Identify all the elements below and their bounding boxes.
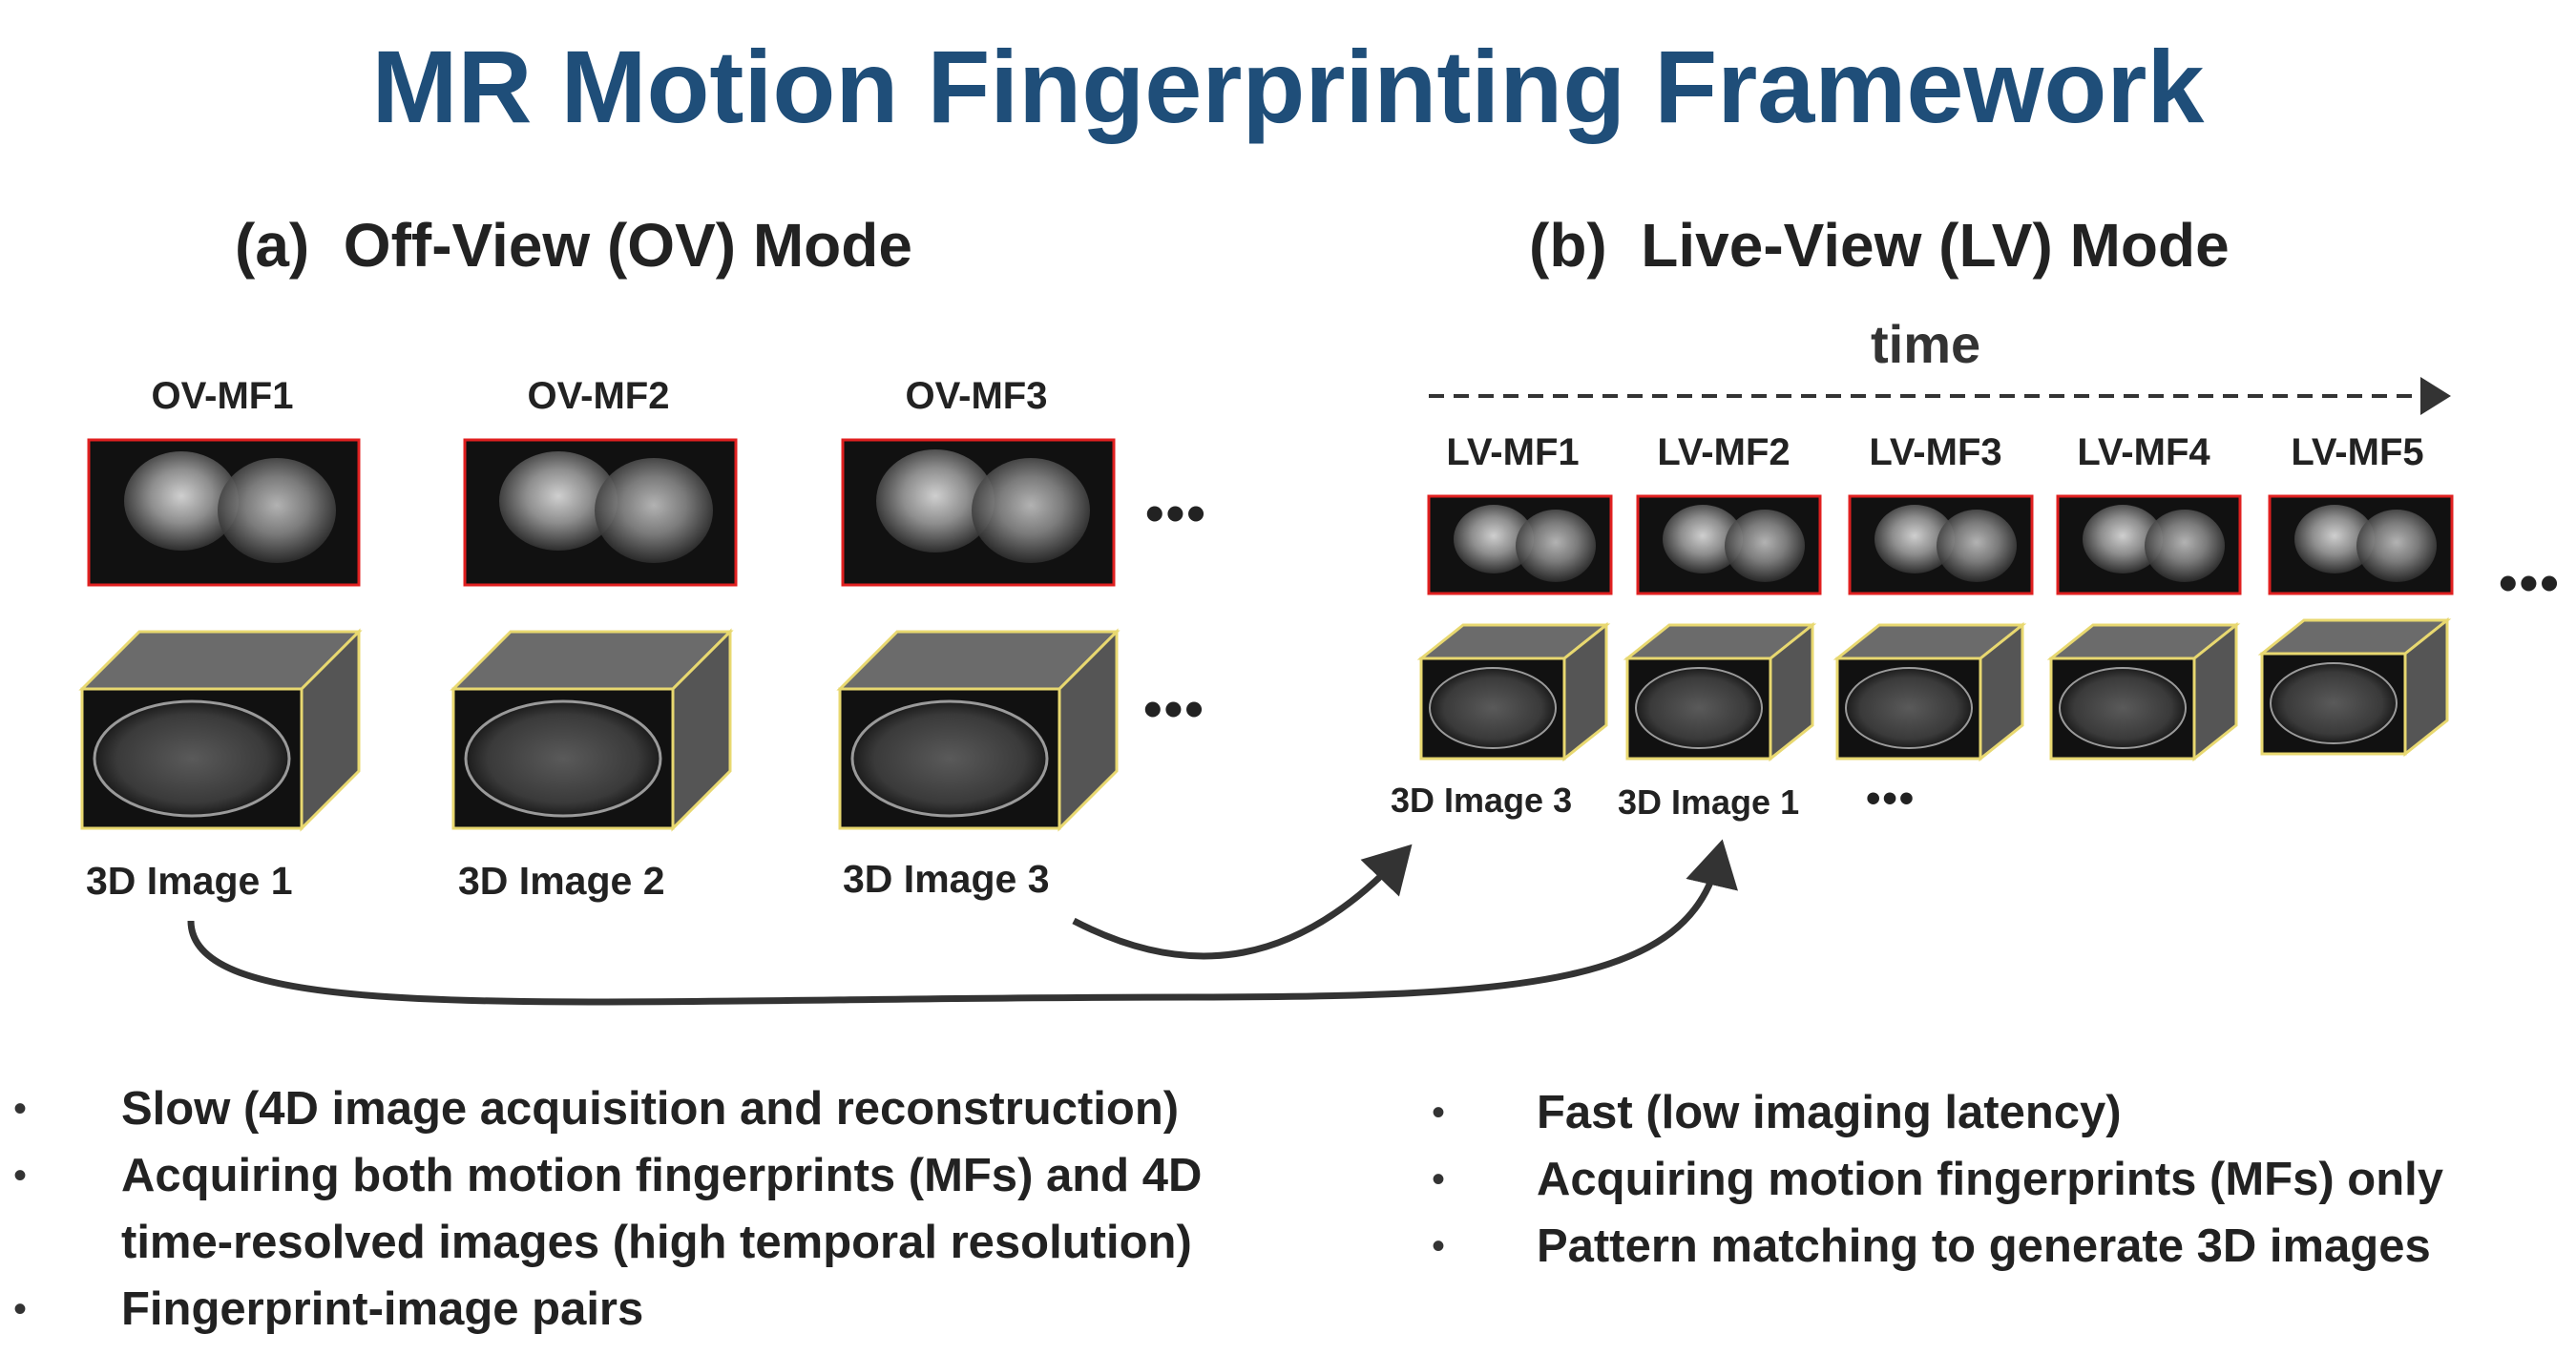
lv-3d-image-cube xyxy=(1416,621,1611,762)
ov-fingerprint-image xyxy=(841,438,1116,587)
ov-3d-image-cube xyxy=(78,628,363,832)
ov-heading-tag: (a) xyxy=(235,211,310,280)
lv-fingerprint-image xyxy=(1848,494,2034,595)
lv-image-label: 3D Image 3 xyxy=(1391,781,1573,820)
ov-image-label: 3D Image 1 xyxy=(86,859,293,903)
ov-heading-text: Off-View (OV) Mode xyxy=(343,211,912,280)
page-title: MR Motion Fingerprinting Framework xyxy=(371,29,2205,144)
lv-bullet-list: • Fast (low imaging latency) • Acquiring… xyxy=(1422,1079,2567,1280)
ov-bullet-list: • Slow (4D image acquisition and reconst… xyxy=(0,1075,1336,1343)
ov-bullet-text: Acquiring both motion fingerprints (MFs)… xyxy=(121,1150,1203,1268)
ov-bullet-item: • Fingerprint-image pairs xyxy=(0,1276,1336,1343)
ov-mf-label: OV-MF1 xyxy=(151,375,294,417)
lv-mf-label: LV-MF1 xyxy=(1446,431,1580,473)
ov-bullet-text: Fingerprint-image pairs xyxy=(121,1283,644,1335)
lv-image-ellipsis: ••• xyxy=(1866,775,1916,822)
lv-mf-label: LV-MF5 xyxy=(2291,431,2424,473)
lv-bullet-text: Fast (low imaging latency) xyxy=(1537,1087,2122,1138)
ov-bullet-item: • Slow (4D image acquisition and reconst… xyxy=(0,1075,1336,1142)
lv-heading-text: Live-View (LV) Mode xyxy=(1641,211,2230,280)
ov-bullet-text: Slow (4D image acquisition and reconstru… xyxy=(121,1083,1180,1135)
lv-bullet-item: • Acquiring motion fingerprints (MFs) on… xyxy=(1422,1146,2567,1213)
ov-fingerprint-image xyxy=(87,438,361,587)
ov-fingerprint-image xyxy=(463,438,738,587)
lv-mf-label: LV-MF4 xyxy=(2077,431,2210,473)
ov-3d-image-cube xyxy=(450,628,734,832)
lv-bullet-text: Acquiring motion fingerprints (MFs) only xyxy=(1537,1154,2443,1205)
bullet-marker: • xyxy=(1432,1092,1446,1134)
lv-mf-label: LV-MF3 xyxy=(1869,431,2002,473)
lv-3d-image-cube xyxy=(2046,621,2241,762)
lv-fingerprint-image xyxy=(2056,494,2242,595)
ov-mf-label: OV-MF2 xyxy=(527,375,670,417)
lv-3d-image-cube xyxy=(1623,621,1817,762)
lv-fingerprint-image xyxy=(2268,494,2454,595)
lv-image-label: 3D Image 1 xyxy=(1618,782,1800,822)
lv-fingerprint-image xyxy=(1636,494,1822,595)
ov-image-label: 3D Image 3 xyxy=(843,857,1050,901)
arrow-image1-to-lv xyxy=(187,839,1738,1006)
lv-bullet-text: Pattern matching to generate 3D images xyxy=(1537,1220,2431,1272)
bullet-marker: • xyxy=(1432,1225,1446,1267)
lv-fingerprint-image xyxy=(1427,494,1613,595)
time-label: time xyxy=(1871,314,1981,374)
ov-fingerprint-ellipsis: ••• xyxy=(1145,483,1207,543)
ov-3d-image-cube xyxy=(836,628,1120,832)
lv-3d-image-cube xyxy=(1833,621,2027,762)
ov-mf-label: OV-MF3 xyxy=(905,375,1048,417)
ov-bullet-item: • Acquiring both motion fingerprints (MF… xyxy=(0,1142,1267,1276)
bullet-marker: • xyxy=(13,1288,28,1330)
bullet-marker: • xyxy=(1432,1158,1446,1200)
ov-image-ellipsis: ••• xyxy=(1143,678,1205,739)
lv-bullet-item: • Fast (low imaging latency) xyxy=(1422,1079,2567,1146)
arrow-image3-to-lv xyxy=(1072,844,1413,960)
lv-mf-label: LV-MF2 xyxy=(1657,431,1791,473)
ov-image-label: 3D Image 2 xyxy=(458,859,665,903)
bullet-marker: • xyxy=(13,1155,28,1197)
lv-heading-tag: (b) xyxy=(1529,211,1607,280)
lv-3d-image-cube xyxy=(2257,616,2452,758)
bullet-marker: • xyxy=(13,1088,28,1130)
lv-heading: (b) Live-View (LV) Mode xyxy=(1529,210,2230,281)
lv-fingerprint-ellipsis: ••• xyxy=(2499,552,2561,613)
lv-bullet-item: • Pattern matching to generate 3D images xyxy=(1422,1213,2567,1280)
ov-heading: (a) Off-View (OV) Mode xyxy=(235,210,912,281)
